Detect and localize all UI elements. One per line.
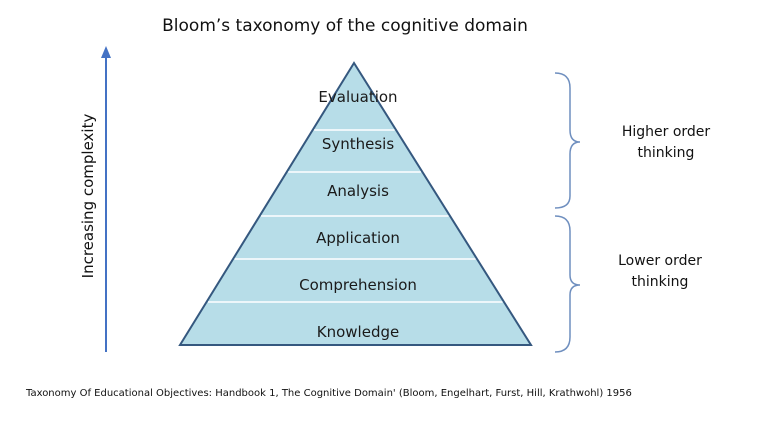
- lower-order-line1: Lower order: [618, 253, 702, 269]
- complexity-arrow-head: [101, 46, 111, 58]
- level-application: Application: [316, 229, 400, 247]
- higher-order-line2: thinking: [637, 145, 695, 161]
- axis-label: Increasing complexity: [79, 113, 97, 279]
- lower-order-label: Lower order thinking: [618, 251, 702, 293]
- higher-order-line1: Higher order: [621, 124, 711, 140]
- lower-order-line2: thinking: [631, 274, 689, 290]
- level-knowledge: Knowledge: [316, 323, 400, 341]
- level-dividers: [208, 129, 503, 303]
- source-footnote: Taxonomy Of Educational Objectives: Hand…: [26, 388, 632, 399]
- level-comprehension: Comprehension: [299, 276, 417, 294]
- level-evaluation: Evaluation: [318, 88, 398, 106]
- level-synthesis: Synthesis: [321, 135, 395, 153]
- higher-order-bracket: [554, 72, 581, 209]
- pyramid-shape: [178, 61, 533, 346]
- lower-order-bracket: [554, 215, 581, 353]
- diagram-title: Bloom’s taxonomy of the cognitive domain: [162, 16, 528, 36]
- level-analysis: Analysis: [327, 182, 389, 200]
- higher-order-label: Higher order thinking: [622, 122, 710, 164]
